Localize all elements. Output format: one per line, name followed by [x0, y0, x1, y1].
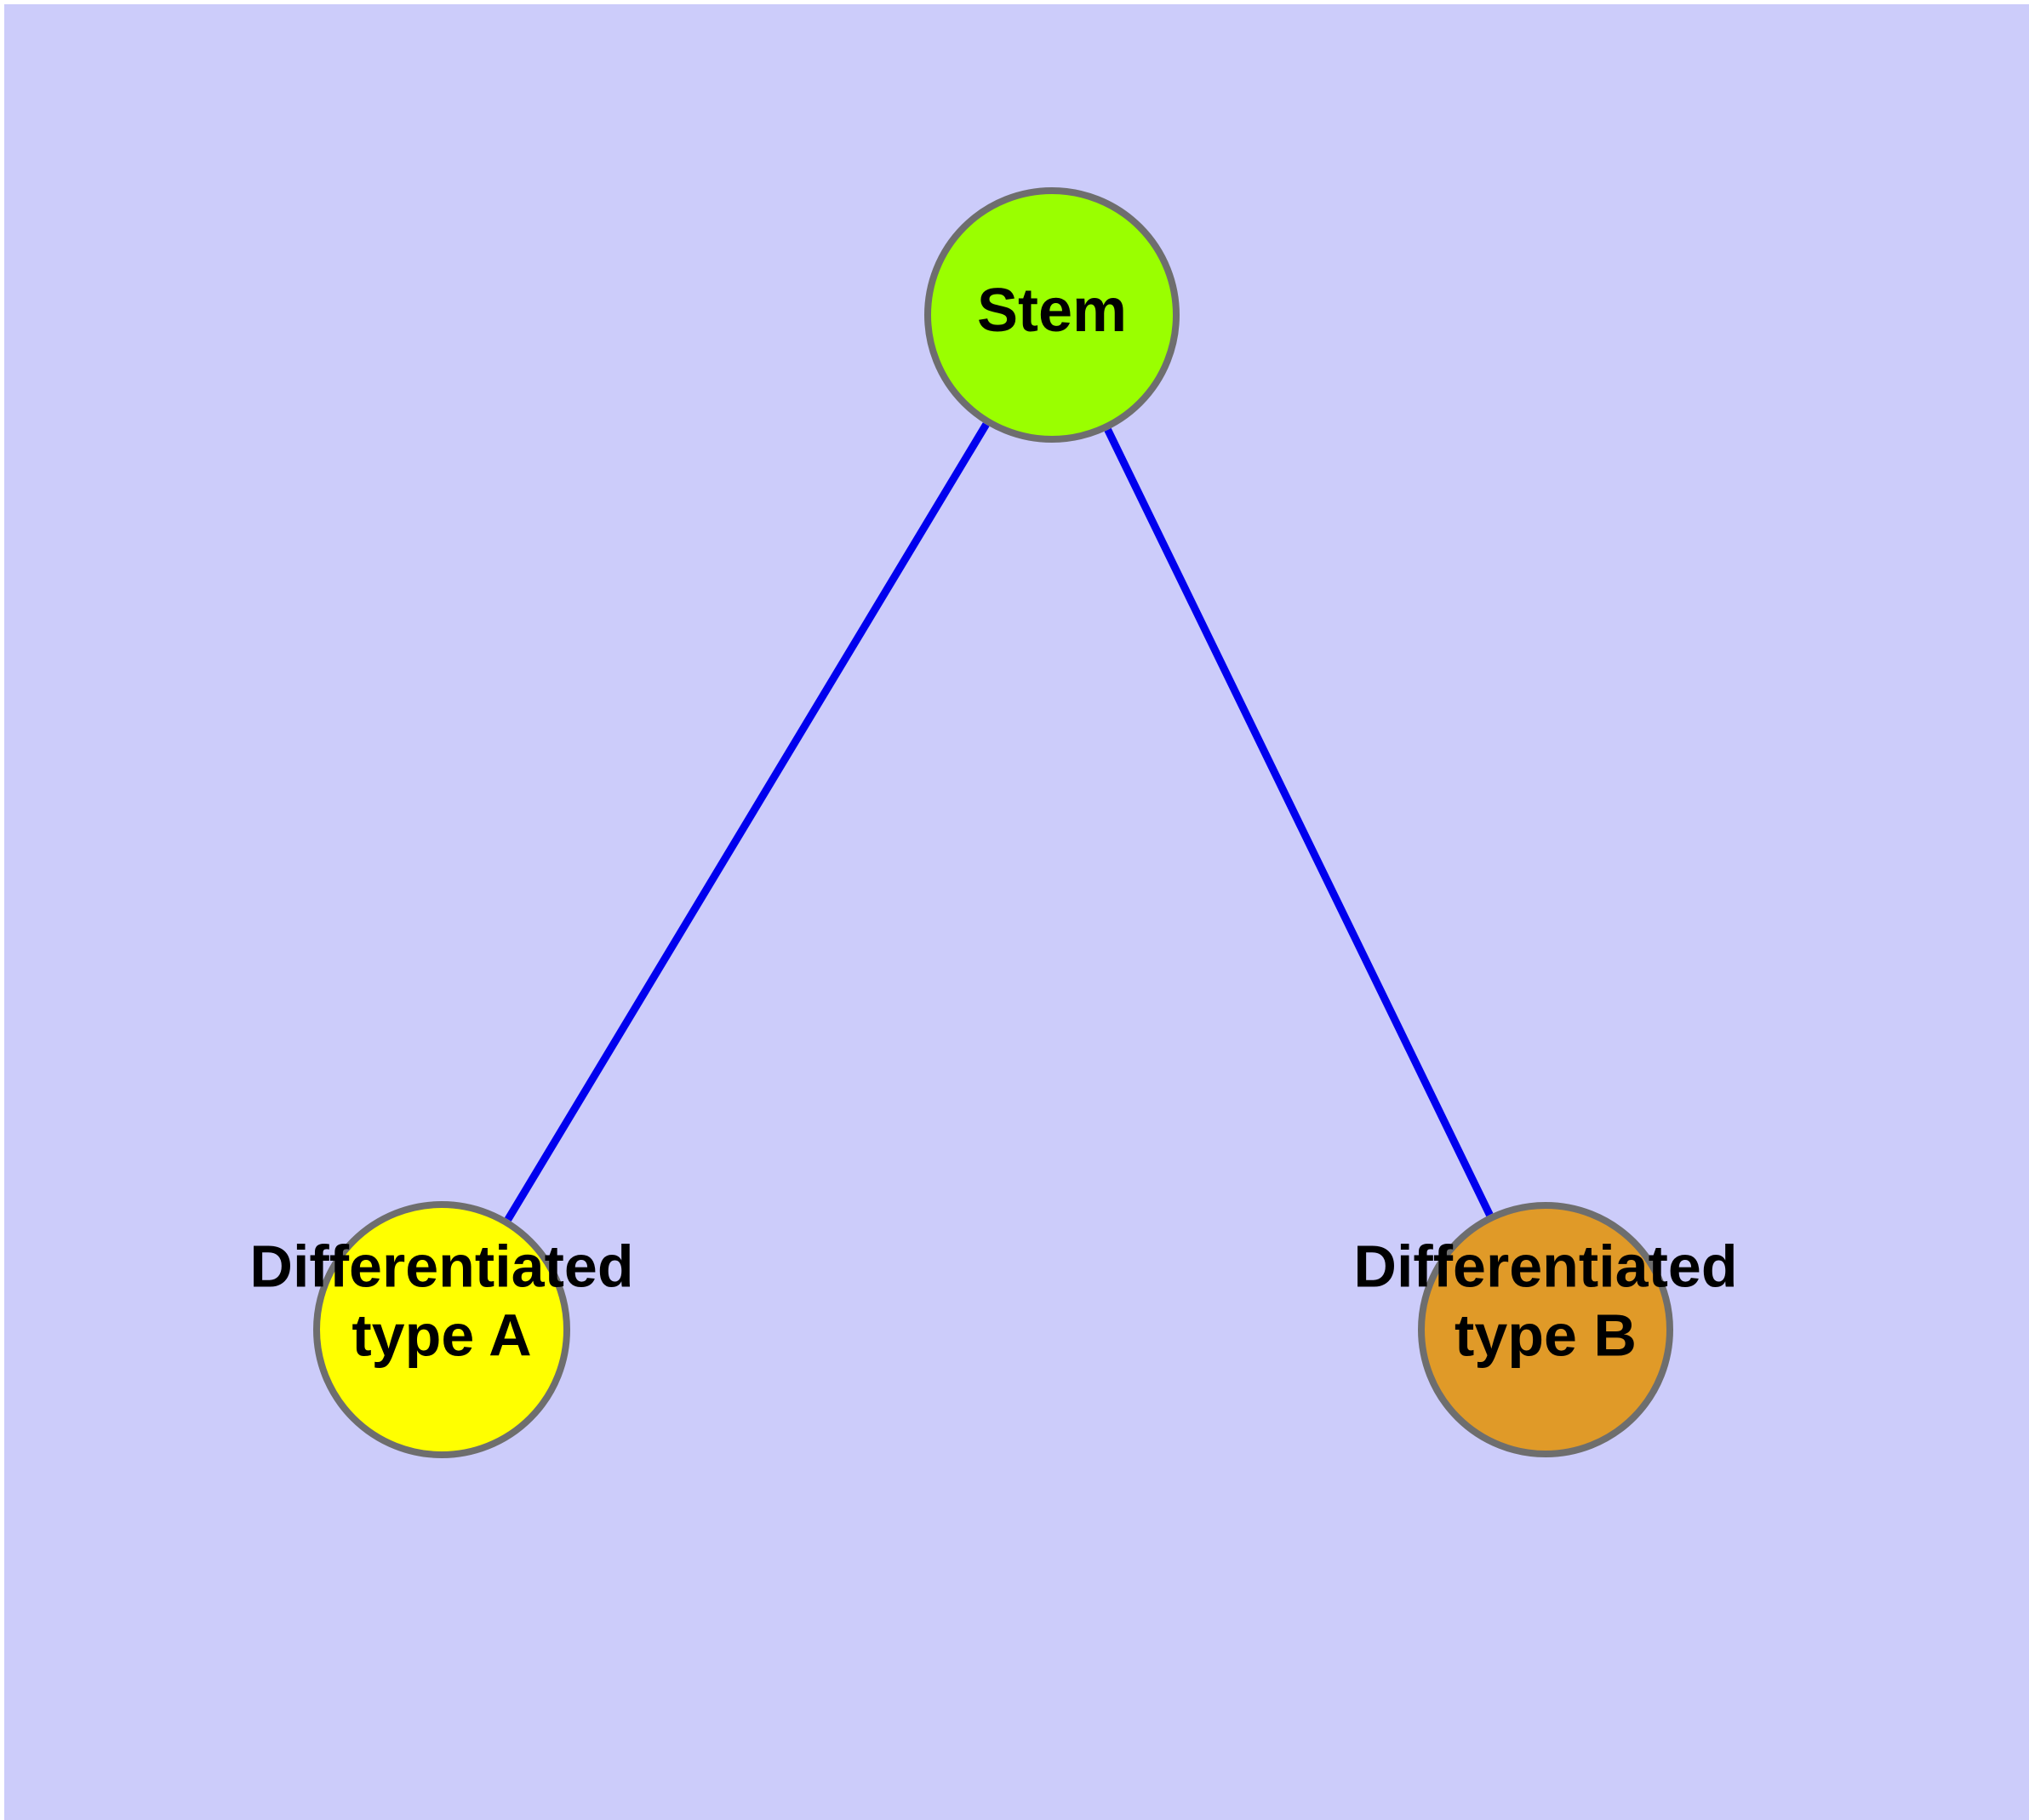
node-label-line: Differentiated — [249, 1233, 633, 1300]
node-label-line: type A — [352, 1302, 531, 1369]
node-label-line: type B — [1455, 1302, 1637, 1369]
edge-stem-to-diff-b — [1104, 427, 1494, 1217]
edge-layer — [504, 422, 1494, 1222]
node-circle-diff-a[interactable] — [313, 1201, 570, 1458]
node-stem[interactable]: Stem — [924, 187, 1180, 443]
node-label-line: Stem — [977, 277, 1127, 345]
node-label-stem: Stem — [977, 277, 1127, 345]
edge-stem-to-diff-a — [504, 422, 990, 1222]
node-circle-diff-b[interactable] — [1418, 1202, 1673, 1457]
node-circle-stem[interactable] — [924, 187, 1180, 443]
node-label-line: Differentiated — [1353, 1233, 1737, 1300]
